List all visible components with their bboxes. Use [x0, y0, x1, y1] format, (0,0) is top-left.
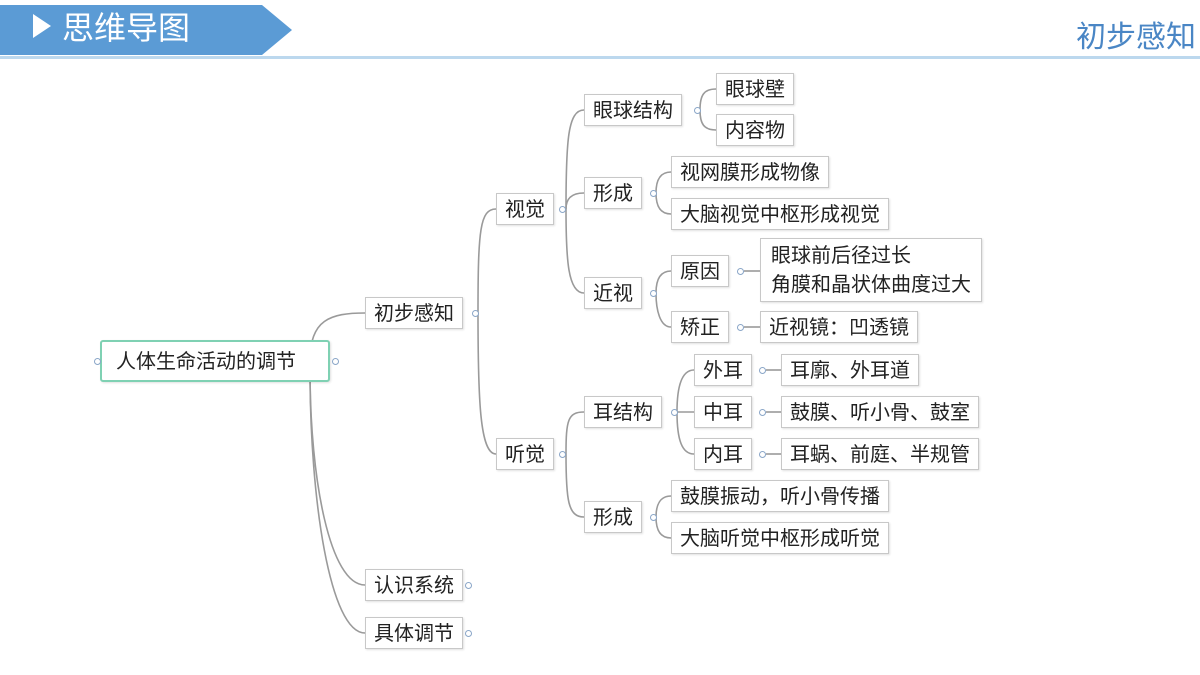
node-renshi-xitong[interactable]: 认识系统: [365, 569, 463, 601]
node-waier[interactable]: 外耳: [694, 354, 752, 386]
node-danao-tingjue[interactable]: 大脑听觉中枢形成听觉: [671, 522, 889, 554]
node-yanqiubi[interactable]: 眼球壁: [716, 73, 794, 105]
collapse-toggle-icon[interactable]: [650, 290, 657, 297]
collapse-toggle-icon[interactable]: [694, 107, 701, 114]
header-banner: [0, 5, 292, 55]
node-neirongwu[interactable]: 内容物: [716, 114, 794, 146]
node-neier[interactable]: 内耳: [694, 438, 752, 470]
collapse-toggle-icon[interactable]: [650, 514, 657, 521]
node-xingcheng-shijue[interactable]: 形成: [584, 177, 642, 209]
node-juti-tiaojie[interactable]: 具体调节: [365, 617, 463, 649]
collapse-toggle-icon[interactable]: [94, 358, 101, 365]
collapse-toggle-icon[interactable]: [472, 310, 479, 317]
node-neier-detail[interactable]: 耳蜗、前庭、半规管: [781, 438, 979, 470]
node-danao-shijue[interactable]: 大脑视觉中枢形成视觉: [671, 198, 889, 230]
yuanyin-line-1: 眼球前后径过长: [771, 243, 911, 267]
node-chubu-ganzhi[interactable]: 初步感知: [365, 297, 463, 329]
node-zhonger[interactable]: 中耳: [694, 396, 752, 428]
header-divider: [0, 56, 1200, 59]
node-jinshijing[interactable]: 近视镜：凹透镜: [760, 311, 918, 343]
page-subtitle: 初步感知: [1076, 20, 1196, 55]
node-gumo-zhendong[interactable]: 鼓膜振动，听小骨传播: [671, 480, 889, 512]
node-er-jiegou[interactable]: 耳结构: [584, 396, 662, 428]
node-tingjue[interactable]: 听觉: [496, 438, 554, 470]
yuanyin-line-2: 角膜和晶状体曲度过大: [771, 272, 971, 296]
collapse-toggle-icon[interactable]: [332, 358, 339, 365]
node-xingcheng-tingjue[interactable]: 形成: [584, 501, 642, 533]
collapse-toggle-icon[interactable]: [650, 190, 657, 197]
node-waier-detail[interactable]: 耳廓、外耳道: [781, 354, 919, 386]
collapse-toggle-icon[interactable]: [759, 451, 766, 458]
collapse-toggle-icon[interactable]: [759, 367, 766, 374]
node-yanqiu-jiegou[interactable]: 眼球结构: [584, 94, 682, 126]
node-yuanyin-detail[interactable]: 眼球前后径过长 角膜和晶状体曲度过大: [760, 238, 982, 302]
expand-toggle-icon[interactable]: [465, 630, 472, 637]
mindmap-root[interactable]: 人体生命活动的调节: [100, 340, 330, 382]
collapse-toggle-icon[interactable]: [671, 409, 678, 416]
node-shijue[interactable]: 视觉: [496, 193, 554, 225]
node-jinshi[interactable]: 近视: [584, 277, 642, 309]
header-arrow-icon: [33, 14, 51, 38]
collapse-toggle-icon[interactable]: [737, 324, 744, 331]
node-shiwangmo[interactable]: 视网膜形成物像: [671, 156, 829, 188]
collapse-toggle-icon[interactable]: [759, 409, 766, 416]
node-jiaozheng[interactable]: 矫正: [671, 311, 729, 343]
node-zhonger-detail[interactable]: 鼓膜、听小骨、鼓室: [781, 396, 979, 428]
collapse-toggle-icon[interactable]: [559, 206, 566, 213]
collapse-toggle-icon[interactable]: [737, 268, 744, 275]
collapse-toggle-icon[interactable]: [559, 451, 566, 458]
page-title: 思维导图: [62, 9, 191, 47]
expand-toggle-icon[interactable]: [465, 582, 472, 589]
node-yuanyin[interactable]: 原因: [671, 255, 729, 287]
